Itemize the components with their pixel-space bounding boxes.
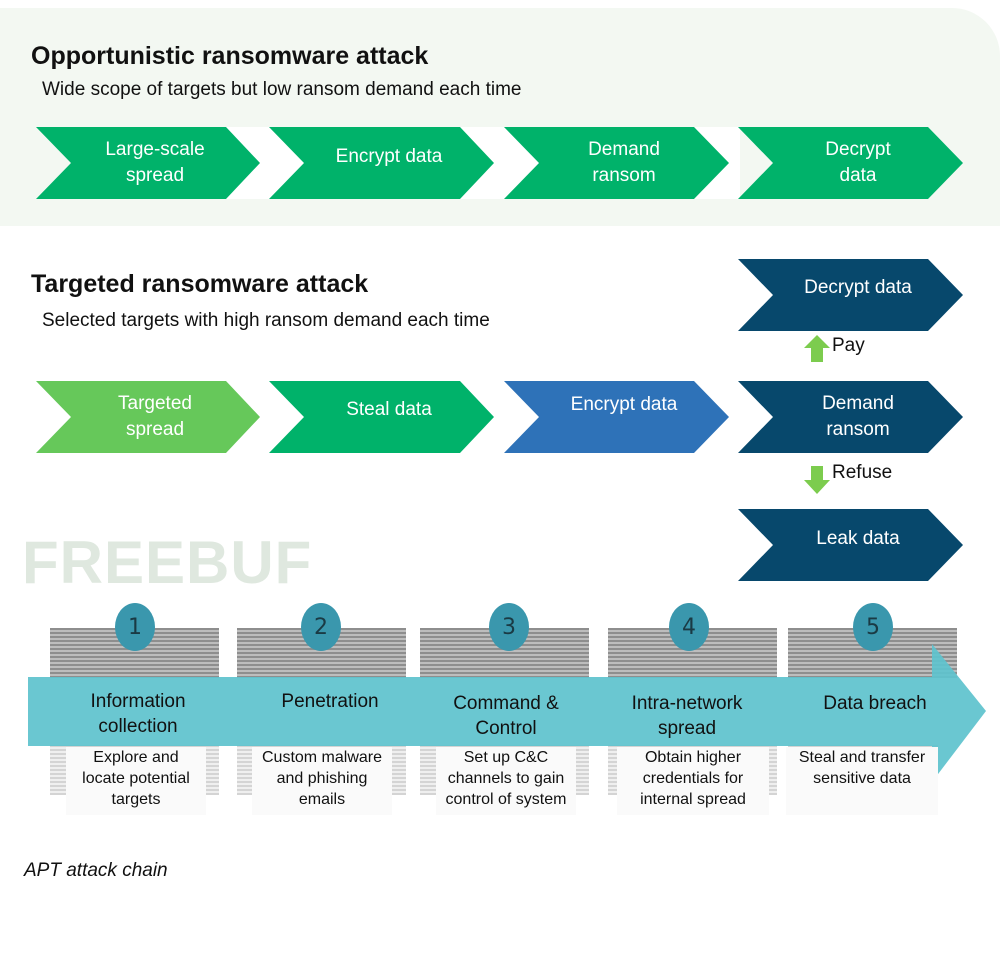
step-1-title-line2: collection — [98, 716, 178, 737]
pay-label: Pay — [832, 335, 865, 356]
opp-step-4-line2: data — [839, 165, 877, 186]
step-3-title-line2: Control — [475, 718, 537, 739]
step-1-desc-line1: Explore and — [93, 749, 179, 766]
tgt-step-4-line2: ransom — [826, 419, 890, 440]
opp-step-3-label: Demand ransom — [539, 127, 709, 199]
opp-step-1-line2: spread — [125, 165, 185, 186]
step-4-badge: 4 — [669, 603, 709, 651]
step-5-desc-line2: sensitive data — [813, 770, 911, 787]
opp-step-1-label: Large-scale spread — [70, 127, 240, 199]
step-1-desc-line2: locate potential — [82, 770, 190, 787]
step-4-desc-line2: credentials for — [642, 770, 744, 787]
opportunistic-subtitle: Wide scope of targets but low ransom dem… — [42, 79, 522, 100]
step-3-desc-line2: channels to gain — [447, 770, 565, 787]
tgt-decrypt-chevron — [738, 259, 963, 331]
step-5-title: Data breach — [795, 691, 955, 716]
opp-step-4-line1: Decrypt — [825, 139, 891, 160]
opp-chevron-1 — [36, 127, 260, 199]
step-3-desc-line1: Set up C&C — [463, 749, 549, 766]
opp-step-3-line1: Demand — [588, 139, 660, 160]
targeted-subtitle: Selected targets with high ransom demand… — [42, 310, 490, 331]
tgt-step-4-label: Demand ransom — [773, 381, 943, 453]
step-4-desc-line1: Obtain higher — [644, 749, 742, 766]
step-5-title-line1: Data breach — [823, 693, 927, 714]
opp-step-1-line1: Large-scale — [105, 139, 205, 160]
tgt-step-2-label: Steal data — [304, 381, 474, 439]
refuse-arrow-icon — [804, 466, 830, 494]
tgt-step-3-label: Encrypt data — [539, 381, 709, 429]
opp-step-2-line1: Encrypt data — [335, 146, 443, 167]
targeted-title: Targeted ransomware attack — [31, 270, 369, 298]
step-4-title-line1: Intra-network — [631, 693, 743, 714]
opportunistic-title: Opportunistic ransomware attack — [31, 42, 429, 70]
step-1-desc-line3: targets — [111, 791, 161, 808]
step-5-desc: Steal and transfer sensitive data — [786, 747, 938, 815]
step-3-desc: Set up C&C channels to gain control of s… — [436, 747, 576, 815]
pay-arrow-icon — [804, 335, 830, 362]
step-3-badge: 3 — [489, 603, 529, 651]
step-2-title: Penetration — [250, 689, 410, 714]
figure-caption: APT attack chain — [24, 860, 168, 881]
step-2-title-line1: Penetration — [281, 691, 379, 712]
tgt-decrypt-label: Decrypt data — [804, 277, 912, 298]
tgt-step-1-label: Targeted spread — [70, 381, 240, 453]
step-2-desc-line1: Custom malware — [261, 749, 383, 766]
step-2-desc-line3: emails — [298, 791, 346, 808]
watermark: FREEBUF — [22, 529, 313, 596]
tgt-step-1-line2: spread — [125, 419, 185, 440]
step-5-desc-line1: Steal and transfer — [798, 749, 926, 766]
step-1-desc: Explore and locate potential targets — [66, 747, 206, 815]
opp-chevron-3 — [504, 127, 729, 199]
step-2-desc: Custom malware and phishing emails — [252, 747, 392, 815]
refuse-label: Refuse — [832, 462, 893, 483]
opp-chevron-2 — [269, 127, 494, 199]
step-2-desc-line2: and phishing — [276, 770, 368, 787]
step-4-desc-line3: internal spread — [640, 791, 746, 808]
tgt-chevron-1 — [36, 381, 260, 453]
tgt-leak-label: Leak data — [816, 528, 900, 549]
step-2-badge: 2 — [301, 603, 341, 651]
step-1-title: Information collection — [58, 689, 218, 739]
tgt-chevron-2 — [269, 381, 494, 453]
opp-step-3-line2: ransom — [592, 165, 656, 186]
opp-step-4-label: Decrypt data — [773, 127, 943, 199]
step-1-title-line1: Information — [90, 691, 186, 712]
tgt-leak-chevron — [738, 509, 963, 581]
step-4-title: Intra-network spread — [607, 691, 767, 741]
opp-step-2-label: Encrypt data — [304, 127, 474, 187]
tgt-step-3-line1: Encrypt data — [570, 394, 678, 415]
step-5-badge: 5 — [853, 603, 893, 651]
ransomware-flow-svg — [36, 127, 963, 581]
step-3-title: Command & Control — [426, 691, 586, 741]
tgt-step-2-line1: Steal data — [346, 399, 432, 420]
step-3-desc-line3: control of system — [445, 791, 567, 808]
step-1-badge: 1 — [115, 603, 155, 651]
apt-big-arrow — [28, 644, 986, 782]
opp-chevron-4 — [738, 127, 963, 199]
tgt-step-1-line1: Targeted — [118, 393, 192, 414]
tgt-step-4-line1: Demand — [822, 393, 894, 414]
tgt-chevron-4 — [738, 381, 963, 453]
step-3-title-line1: Command & — [453, 693, 559, 714]
step-4-desc: Obtain higher credentials for internal s… — [617, 747, 769, 815]
tgt-chevron-3 — [504, 381, 729, 453]
step-4-title-line2: spread — [657, 718, 717, 739]
